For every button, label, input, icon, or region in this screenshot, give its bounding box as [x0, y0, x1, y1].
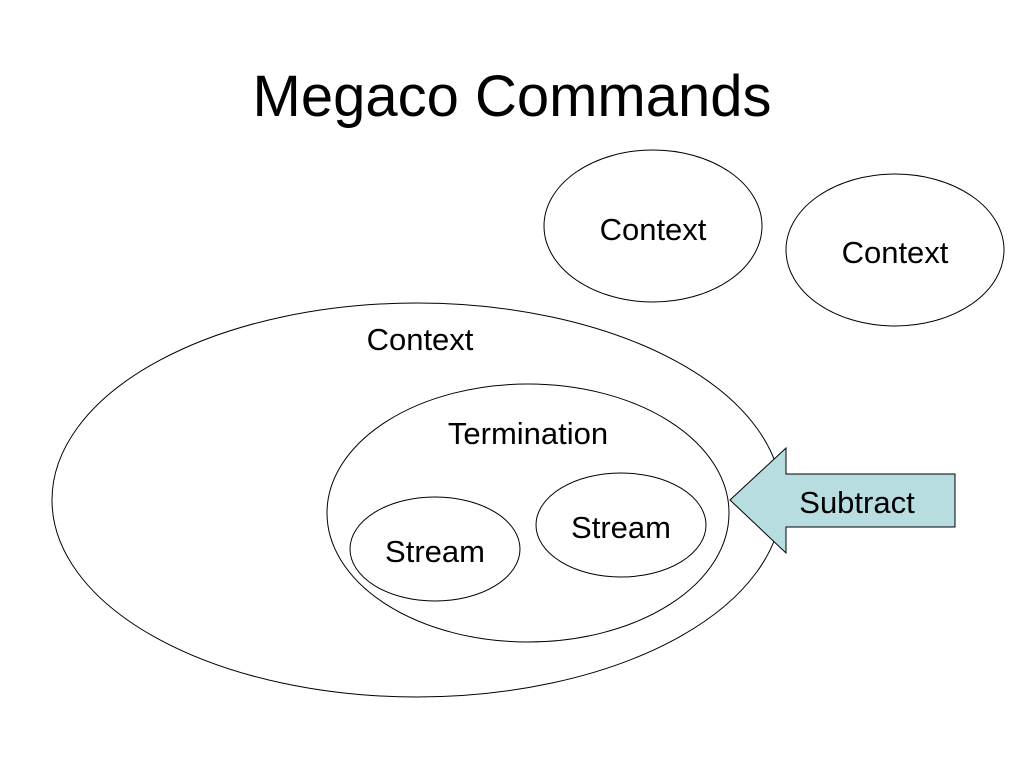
termination-shape	[326, 383, 730, 643]
context-3-shape	[785, 173, 1005, 327]
context-3-label: Context	[842, 235, 949, 270]
context-2-shape	[543, 149, 763, 303]
context-main-shape	[51, 302, 783, 698]
context-2: Context	[543, 149, 763, 303]
termination: Termination	[326, 383, 730, 643]
stream-1-shape	[349, 496, 521, 602]
context-3: Context	[785, 173, 1005, 327]
slide-title: Megaco Commands	[252, 64, 772, 129]
stream-1: Stream	[349, 496, 521, 602]
stream-2: Stream	[535, 472, 707, 578]
stream-1-label: Stream	[385, 534, 485, 569]
termination-label: Termination	[448, 416, 608, 451]
subtract-arrow: Subtract	[729, 446, 956, 555]
left-arrow-icon	[729, 446, 956, 555]
context-main: Context	[51, 302, 783, 698]
subtract-label: Subtract	[799, 485, 915, 520]
stream-2-label: Stream	[571, 510, 671, 545]
context-2-label: Context	[600, 212, 707, 247]
context-main-label: Context	[367, 322, 474, 357]
stream-2-shape	[535, 472, 707, 578]
